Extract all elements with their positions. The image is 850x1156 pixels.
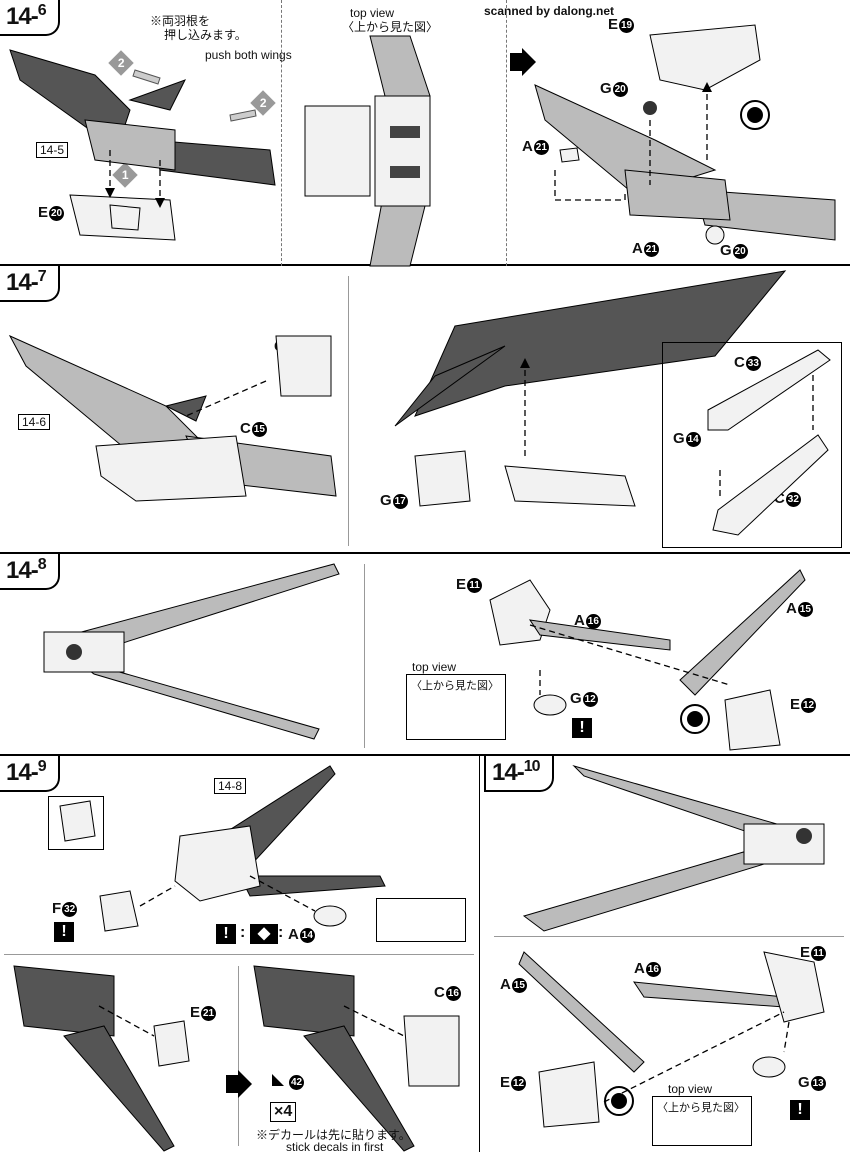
top-view-label-en: top view bbox=[412, 660, 457, 674]
decal-note-jp: ※デカールは先に貼ります。 bbox=[256, 1128, 411, 1142]
arm-assembly-illustration bbox=[522, 764, 825, 932]
arm-part-illustration bbox=[489, 569, 806, 751]
step-14-10-label: 14-10 bbox=[484, 756, 554, 792]
shoulder-assembly-illustration bbox=[59, 765, 386, 932]
wing-assembly-illustration bbox=[8, 334, 337, 502]
watermark: scanned by dalong.net bbox=[484, 4, 615, 18]
wing-front-illustration bbox=[394, 270, 787, 507]
step-14-9-label: 14-9 bbox=[0, 756, 60, 792]
push-wings-note-jp-2: 押し込みます。 bbox=[164, 28, 247, 42]
top-view-label-jp: 〈上から見た図〉 bbox=[342, 20, 439, 34]
step-14-7-panel: 14-7 14-6 C15 C15 G17 C33 G14 C32 bbox=[0, 266, 850, 554]
divider bbox=[4, 954, 474, 956]
divider bbox=[364, 564, 366, 748]
step-14-8-label: 14-8 bbox=[0, 554, 60, 590]
detail-illustration bbox=[707, 349, 831, 536]
ref-14-6: 14-6 bbox=[18, 414, 51, 430]
caution-icon: ! bbox=[572, 718, 592, 738]
next-arrow-icon bbox=[226, 1070, 252, 1098]
top-view-label-jp: 〈上から見た図〉 bbox=[657, 1102, 745, 1114]
decal-label-42: 42 bbox=[272, 1074, 304, 1091]
step-14-7-label: 14-7 bbox=[0, 266, 60, 302]
top-view-box: 〈上から見た図〉 bbox=[652, 1096, 752, 1146]
top-view-label-en: top view bbox=[350, 6, 395, 20]
wing-assembly-illustration bbox=[9, 49, 276, 241]
body-side-illustration bbox=[13, 965, 190, 1152]
step-14-6-panel: 14-6 ※両羽根を 押し込みます。 push both wings 2 2 1… bbox=[0, 0, 850, 267]
next-arrow-icon bbox=[510, 48, 536, 76]
top-view-box: 〈上から見た図〉 bbox=[406, 674, 506, 740]
detail-inset bbox=[376, 898, 466, 942]
caution-icon: ! bbox=[790, 1100, 810, 1120]
decal-icon bbox=[272, 1074, 284, 1086]
glue-point-icon bbox=[680, 704, 710, 734]
body-side-illustration bbox=[253, 965, 460, 1152]
glue-point-icon bbox=[740, 100, 770, 130]
push-wings-note-en: push both wings bbox=[205, 48, 292, 62]
arm-assembly-illustration bbox=[43, 563, 340, 740]
top-view-label-jp: 〈上から見た図〉 bbox=[411, 680, 499, 692]
decal-caution-icon: ◆ bbox=[250, 924, 278, 944]
wing-module-illustration bbox=[534, 24, 836, 245]
divider bbox=[506, 0, 508, 266]
caution-icon: ! bbox=[216, 924, 236, 944]
ref-14-8: 14-8 bbox=[214, 778, 247, 794]
decal-note-en: stick decals in first bbox=[286, 1140, 384, 1154]
colon-sep: : bbox=[240, 924, 246, 941]
colon-sep: : bbox=[278, 924, 284, 941]
divider bbox=[281, 0, 283, 266]
divider bbox=[494, 936, 844, 938]
step-14-6-label: 14-6 bbox=[0, 0, 60, 36]
top-view-illustration bbox=[304, 35, 431, 267]
detail-inset bbox=[48, 796, 104, 850]
detail-inset bbox=[662, 342, 842, 548]
push-wings-note-jp-1: ※両羽根を bbox=[150, 14, 211, 28]
divider bbox=[348, 276, 350, 546]
caution-icon: ! bbox=[54, 922, 74, 942]
quantity-badge: ×4 bbox=[270, 1102, 297, 1122]
arm-part-illustration bbox=[518, 951, 825, 1128]
ref-14-5: 14-5 bbox=[36, 142, 69, 158]
top-view-label-en: top view bbox=[668, 1082, 713, 1096]
divider bbox=[238, 966, 240, 1146]
